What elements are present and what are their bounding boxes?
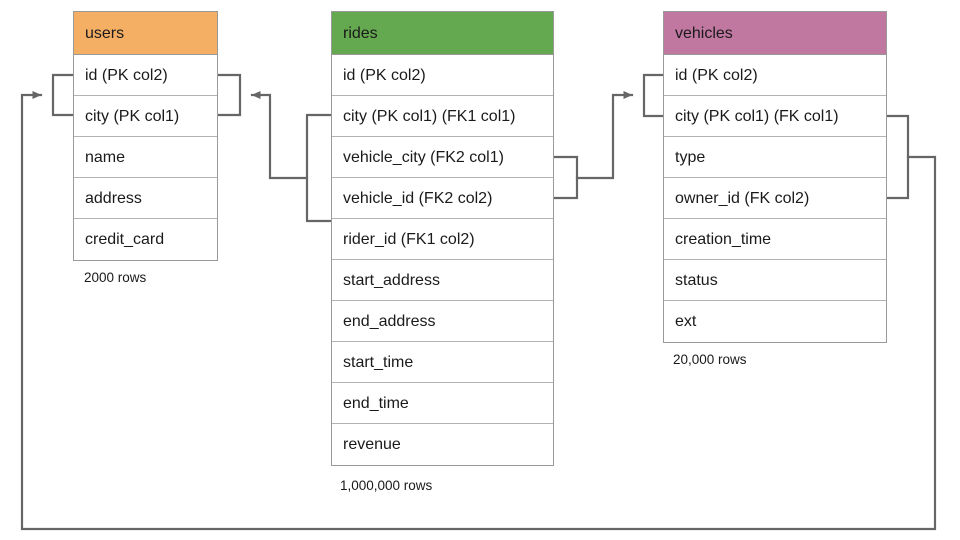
row-count-users: 2000 rows <box>84 270 147 285</box>
row-count-rides: 1,000,000 rows <box>340 478 433 493</box>
field-vehicles-creation-time[interactable]: creation_time <box>664 219 886 260</box>
field-rides-vehicle-city[interactable]: vehicle_city (FK2 col1) <box>332 137 553 178</box>
field-rides-start-address[interactable]: start_address <box>332 260 553 301</box>
wire-rides-left-bracket <box>305 113 333 223</box>
field-users-name[interactable]: name <box>74 137 217 178</box>
field-rides-rider-id[interactable]: rider_id (FK1 col2) <box>332 219 553 260</box>
wire-vehicles-to-users <box>20 91 937 531</box>
field-vehicles-id[interactable]: id (PK col2) <box>664 55 886 96</box>
field-vehicles-type[interactable]: type <box>664 137 886 178</box>
field-rides-end-time[interactable]: end_time <box>332 383 553 424</box>
field-users-credit-card[interactable]: credit_card <box>74 219 217 260</box>
entity-vehicles[interactable]: vehicles id (PK col2) city (PK col1) (FK… <box>663 11 887 343</box>
wire-rides-to-vehicles <box>575 91 634 180</box>
field-rides-city[interactable]: city (PK col1) (FK1 col1) <box>332 96 553 137</box>
field-vehicles-ext[interactable]: ext <box>664 301 886 342</box>
wire-users-left-bracket <box>51 73 75 117</box>
field-rides-vehicle-id[interactable]: vehicle_id (FK2 col2) <box>332 178 553 219</box>
field-rides-start-time[interactable]: start_time <box>332 342 553 383</box>
field-vehicles-status[interactable]: status <box>664 260 886 301</box>
field-vehicles-owner-id[interactable]: owner_id (FK col2) <box>664 178 886 219</box>
entity-rides[interactable]: rides id (PK col2) city (PK col1) (FK1 c… <box>331 11 554 466</box>
entity-users[interactable]: users id (PK col2) city (PK col1) name a… <box>73 11 218 261</box>
field-users-city[interactable]: city (PK col1) <box>74 96 217 137</box>
wire-vehicles-left-bracket <box>642 73 665 118</box>
row-count-vehicles: 20,000 rows <box>673 352 747 367</box>
entity-users-title: users <box>74 12 217 55</box>
field-rides-end-address[interactable]: end_address <box>332 301 553 342</box>
entity-rides-title: rides <box>332 12 553 55</box>
wire-rides-to-users <box>250 91 309 180</box>
entity-vehicles-title: vehicles <box>664 12 886 55</box>
wire-rides-right-bracket <box>552 155 579 200</box>
field-vehicles-city[interactable]: city (PK col1) (FK col1) <box>664 96 886 137</box>
wire-users-right-bracket <box>216 73 242 117</box>
wire-vehicles-right-bracket <box>885 114 910 200</box>
field-users-id[interactable]: id (PK col2) <box>74 55 217 96</box>
field-users-address[interactable]: address <box>74 178 217 219</box>
field-rides-revenue[interactable]: revenue <box>332 424 553 465</box>
field-rides-id[interactable]: id (PK col2) <box>332 55 553 96</box>
